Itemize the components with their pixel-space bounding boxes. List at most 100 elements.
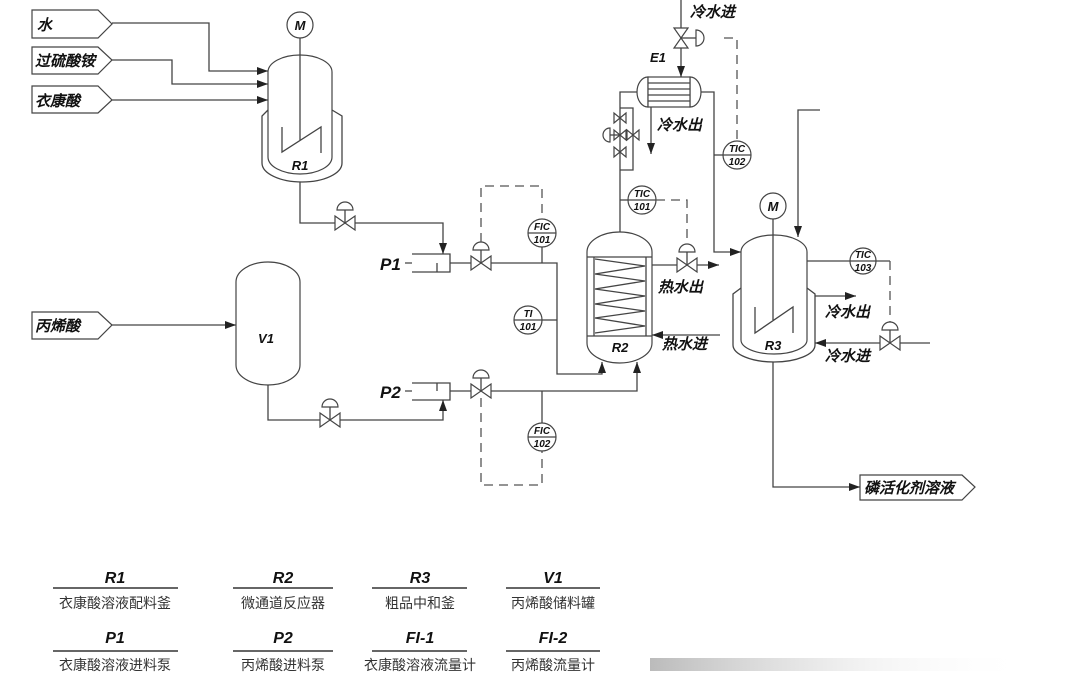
svg-text:FIC: FIC [534, 426, 551, 437]
motor-icon: M [286, 11, 314, 39]
legend-item: FI-2 丙烯酸流量计 [506, 630, 600, 674]
agitator-icon [754, 305, 794, 335]
pipe-persulfate [112, 59, 268, 88]
control-valve-v1-outlet [319, 398, 341, 428]
e1-cold-water-out-label: 冷水出 [657, 117, 704, 134]
svg-text:M: M [295, 18, 307, 33]
svg-text:丙烯酸进料泵: 丙烯酸进料泵 [241, 658, 325, 674]
valve-manifold [602, 112, 640, 158]
pump-p2: P2 [380, 382, 451, 402]
svg-text:101: 101 [520, 322, 537, 333]
feed-label: 过硫酸铵 [35, 52, 98, 70]
svg-text:R1: R1 [105, 570, 126, 587]
instrument-tic102: TIC 102 [722, 140, 752, 170]
svg-text:微通道反应器: 微通道反应器 [241, 595, 325, 612]
legend-item: P2 丙烯酸进料泵 [233, 630, 333, 674]
tank-v1: V1 [235, 261, 301, 386]
control-valve-e1-cold-water [673, 27, 705, 49]
feed-label: 衣康酸 [35, 92, 82, 110]
v1-label: V1 [258, 331, 274, 346]
control-valve-p2 [470, 369, 492, 399]
svg-text:FI-1: FI-1 [406, 630, 435, 647]
hot-water-out-label: 热水出 [657, 279, 705, 296]
control-valve-r1-outlet [334, 201, 356, 231]
legend-item: R2 微通道反应器 [233, 570, 333, 612]
svg-text:FI-2: FI-2 [539, 630, 568, 647]
svg-text:R3: R3 [410, 570, 431, 587]
svg-text:TIC: TIC [729, 144, 746, 155]
e1-label: E1 [650, 50, 666, 65]
feed-label: 丙烯酸 [35, 318, 82, 335]
pipe-r2-to-e1 [619, 91, 637, 232]
pipe-e1-to-r3 [701, 91, 741, 256]
svg-text:衣康酸溶液流量计: 衣康酸溶液流量计 [364, 657, 476, 674]
legend-item: FI-1 衣康酸溶液流量计 [364, 630, 476, 674]
svg-text:R2: R2 [273, 570, 294, 587]
svg-text:FIC: FIC [534, 222, 551, 233]
instrument-fic101: FIC 101 [527, 218, 557, 248]
feed-acrylic-acid: 丙烯酸 [31, 311, 113, 340]
svg-text:102: 102 [729, 157, 746, 168]
pump-p1: P1 [380, 253, 451, 274]
coil-icon [594, 258, 646, 334]
pipe-r3-to-product [772, 362, 860, 491]
legend-item-faded [647, 650, 1070, 671]
signal-tic102 [724, 37, 738, 141]
legend: R1 衣康酸溶液配料釜 R2 微通道反应器 R3 粗品中和釜 V1 丙烯酸储料罐… [53, 570, 1070, 674]
svg-text:衣康酸溶液配料釜: 衣康酸溶液配料釜 [59, 595, 171, 612]
pipe-r1-to-p1 [299, 182, 443, 254]
signal-tic101 [656, 199, 688, 238]
r3-label: R3 [765, 338, 782, 353]
pipe-p1-to-r2 [450, 262, 602, 375]
r2-label: R2 [612, 340, 629, 355]
product-label: 磷活化剂溶液 [864, 479, 957, 497]
legend-item: R3 粗品中和釜 [372, 570, 467, 612]
feed-itaconic-acid: 衣康酸 [31, 85, 113, 114]
svg-text:101: 101 [534, 235, 551, 246]
motor-icon: M [759, 192, 787, 220]
reactor-r1: M R1 [261, 11, 343, 183]
product-box: 磷活化剂溶液 [859, 474, 976, 501]
legend-item: V1 丙烯酸储料罐 [506, 570, 600, 612]
heat-exchanger-e1: E1 [636, 50, 702, 108]
instrument-ti101: TI 101 [513, 305, 543, 335]
svg-text:102: 102 [534, 439, 551, 450]
pipe-water [112, 22, 268, 75]
svg-text:TI: TI [524, 309, 533, 320]
svg-text:103: 103 [855, 263, 872, 274]
signal-fic102 [480, 398, 543, 486]
legend-item: P1 衣康酸溶液进料泵 [53, 630, 178, 674]
legend-item: R1 衣康酸溶液配料釜 [53, 570, 178, 612]
svg-text:101: 101 [634, 202, 651, 213]
agitator-icon [281, 125, 322, 154]
instrument-fic102: FIC 102 [527, 422, 557, 452]
svg-text:丙烯酸流量计: 丙烯酸流量计 [511, 658, 595, 674]
p1-label: P1 [380, 255, 401, 274]
svg-text:粗品中和釜: 粗品中和釜 [385, 596, 455, 612]
svg-text:丙烯酸储料罐: 丙烯酸储料罐 [511, 596, 595, 612]
reactor-r2: R2 [586, 231, 653, 364]
r3-cold-water-in-label: 冷水进 [825, 348, 872, 365]
reactor-r3: M R3 [732, 192, 816, 363]
svg-text:M: M [768, 199, 780, 214]
control-valve-r2-hot-water [676, 243, 698, 273]
svg-text:衣康酸溶液进料泵: 衣康酸溶液进料泵 [59, 657, 171, 674]
pipe-r3-top-inlet [794, 109, 820, 237]
svg-text:P2: P2 [273, 630, 293, 647]
control-valve-r3-cold-water [879, 321, 901, 351]
e1-cold-water-in-label: 冷水进 [690, 4, 737, 21]
svg-text:TIC: TIC [634, 189, 651, 200]
pipe-v1-to-p2 [267, 385, 443, 421]
instrument-tic101: TIC 101 [627, 185, 657, 215]
r1-label: R1 [292, 158, 309, 173]
feed-label: 水 [37, 17, 53, 34]
feed-water: 水 [31, 9, 113, 39]
p2-label: P2 [380, 383, 401, 402]
instrument-tic103: TIC 103 [849, 247, 877, 275]
hot-water-in-label: 热水进 [661, 336, 709, 353]
svg-text:P1: P1 [105, 630, 125, 647]
svg-text:V1: V1 [543, 570, 563, 587]
pipe-p2-to-r2 [450, 362, 637, 392]
svg-text:TIC: TIC [855, 250, 872, 261]
